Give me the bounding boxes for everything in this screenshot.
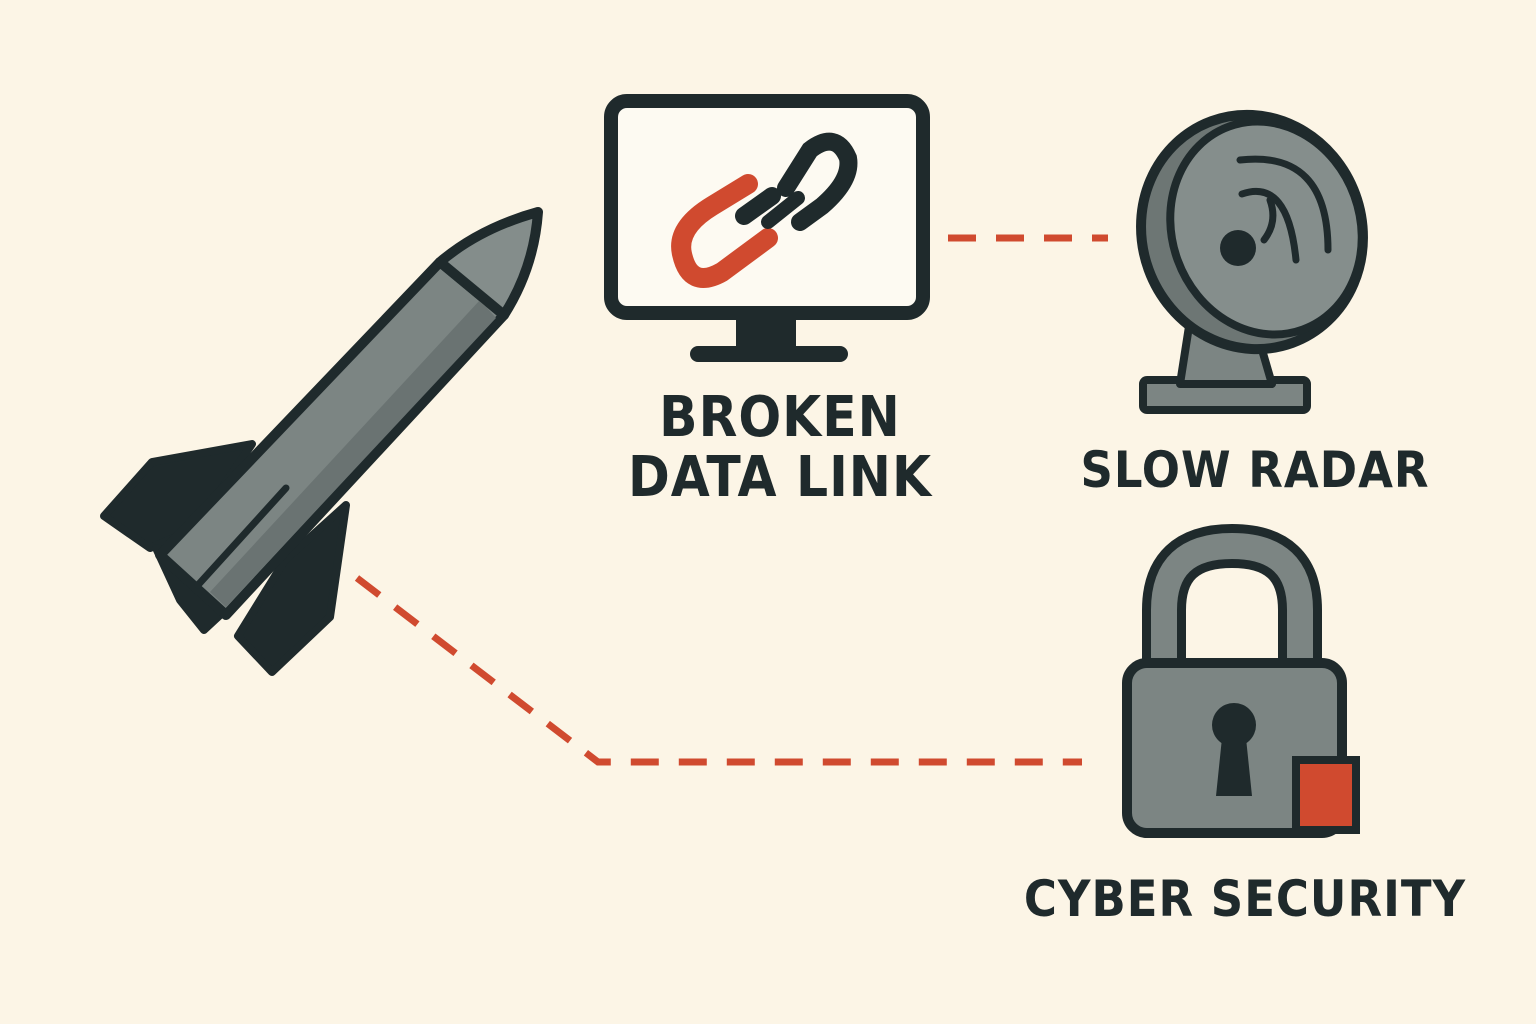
connector-lines	[354, 234, 1108, 766]
label-broken-line1: BROKEN	[659, 385, 901, 450]
missile-icon	[100, 207, 543, 676]
broken-chain-icon	[671, 132, 858, 288]
connector-missile-lock	[354, 575, 1082, 766]
label-cyber-security: CYBER SECURITY	[1023, 870, 1467, 928]
label-broken-line2: DATA LINK	[627, 445, 933, 511]
padlock-icon	[1122, 523, 1360, 838]
radar-dish-icon	[1136, 109, 1368, 414]
label-broken-data-link: BROKEN DATA LINK	[560, 385, 1000, 511]
label-slow-radar: SLOW RADAR	[1080, 441, 1430, 499]
